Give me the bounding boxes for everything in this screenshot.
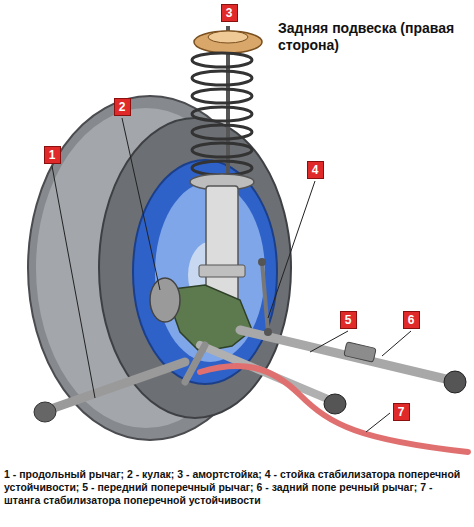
leader-lines xyxy=(52,118,411,432)
callout-text: 2 xyxy=(119,100,126,114)
callout-text: 7 xyxy=(398,405,405,419)
knuckle xyxy=(150,278,252,352)
strut xyxy=(190,26,262,301)
callout-number: 6 xyxy=(403,311,420,329)
callout-number: 1 xyxy=(44,146,61,164)
callout-text: 3 xyxy=(226,6,233,20)
callout-text: 1 xyxy=(49,148,56,162)
callout-text: 6 xyxy=(408,313,415,327)
callout-number: 2 xyxy=(114,98,131,116)
callout-text: 5 xyxy=(345,313,352,327)
callout-number: 3 xyxy=(221,4,238,22)
stabilizer xyxy=(200,258,468,452)
arms xyxy=(34,330,466,422)
callout-number: 4 xyxy=(307,161,324,179)
callout-number: 5 xyxy=(340,311,357,329)
figure-caption: 1 - продольный рычаг; 2 - кулак; 3 - амо… xyxy=(4,468,470,507)
wheel xyxy=(28,96,291,440)
diagram-title: Задняя подвеска (правая сторона) xyxy=(278,20,468,54)
callout-text: 4 xyxy=(312,163,319,177)
callout-number: 7 xyxy=(393,403,410,421)
